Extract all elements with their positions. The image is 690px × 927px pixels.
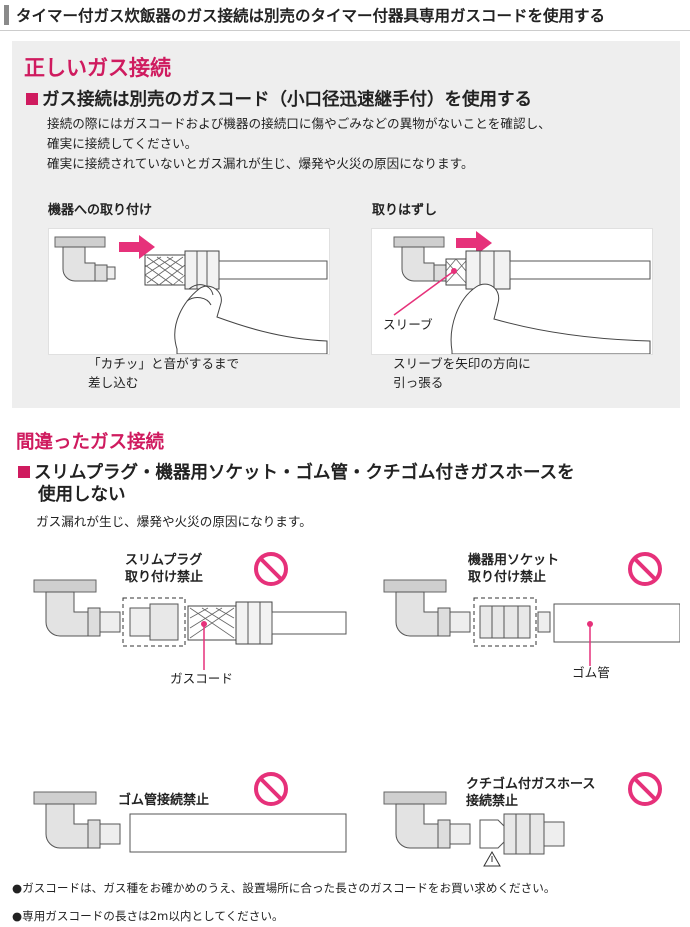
slim-plug-label: スリムプラグ 取り付け禁止 xyxy=(125,553,204,585)
right-arrow-icon xyxy=(456,231,492,255)
sleeve-label: スリーブ xyxy=(383,317,433,332)
detach-title: 取りはずし xyxy=(372,203,438,218)
note-item: ●専用ガスコードの長さは2m以内としてください。 xyxy=(12,909,284,923)
prohibited-icon xyxy=(254,552,288,586)
square-bullet-icon xyxy=(18,466,30,478)
appliance-socket-label: 機器用ソケット 取り付け禁止 xyxy=(468,553,560,585)
correct-body: 接続の際にはガスコードおよび機器の接続口に傷やごみなどの異物がないことを確認し、… xyxy=(47,116,551,171)
prohibited-icon xyxy=(254,772,288,806)
slim-plug-illustration xyxy=(33,579,347,670)
detach-caption: スリーブを矢印の方向に 引っ張る xyxy=(393,356,531,390)
gas-hose-label: クチゴム付ガスホース 接続禁止 xyxy=(466,777,596,809)
page-header: タイマー付ガス炊飯器のガス接続は別売のタイマー付器具専用ガスコードを使用する xyxy=(0,0,690,31)
prohibited-icon xyxy=(628,772,662,806)
header-marker xyxy=(4,5,9,25)
attach-caption: 「カチッ」と音がするまで 差し込む xyxy=(88,356,240,390)
square-bullet-icon xyxy=(26,93,38,105)
prohibited-icon xyxy=(628,552,662,586)
wrong-heading: 間違ったガス接続 xyxy=(16,432,165,453)
appliance-socket-illustration xyxy=(383,579,680,666)
wrong-subheading: スリムプラグ・機器用ソケット・ゴム管・クチゴム付きガスホースを 使用しない xyxy=(18,462,575,506)
detach-illustration xyxy=(371,228,653,355)
gas-hose-illustration xyxy=(383,791,565,867)
correct-heading: 正しいガス接続 xyxy=(24,56,171,80)
left-arrow-icon xyxy=(119,235,155,259)
rubber-tube-label: ゴム管接続禁止 xyxy=(118,793,210,808)
correct-subheading: ガス接続は別売のガスコード（小口径迅速継手付）を使用する xyxy=(26,86,532,111)
attach-illustration xyxy=(48,228,330,355)
attach-title: 機器への取り付け xyxy=(48,203,153,218)
wrong-body: ガス漏れが生じ、爆発や火災の原因になります。 xyxy=(36,514,312,529)
page-title: タイマー付ガス炊飯器のガス接続は別売のタイマー付器具専用ガスコードを使用する xyxy=(16,7,606,25)
rubber-tube-pointer-label: ゴム管 xyxy=(572,665,610,680)
note-item: ●ガスコードは、ガス種をお確かめのうえ、設置場所に合った長さのガスコードをお買い… xyxy=(12,881,556,895)
gas-cord-pointer-label: ガスコード xyxy=(170,671,233,686)
rubber-tube-illustration xyxy=(33,791,347,853)
